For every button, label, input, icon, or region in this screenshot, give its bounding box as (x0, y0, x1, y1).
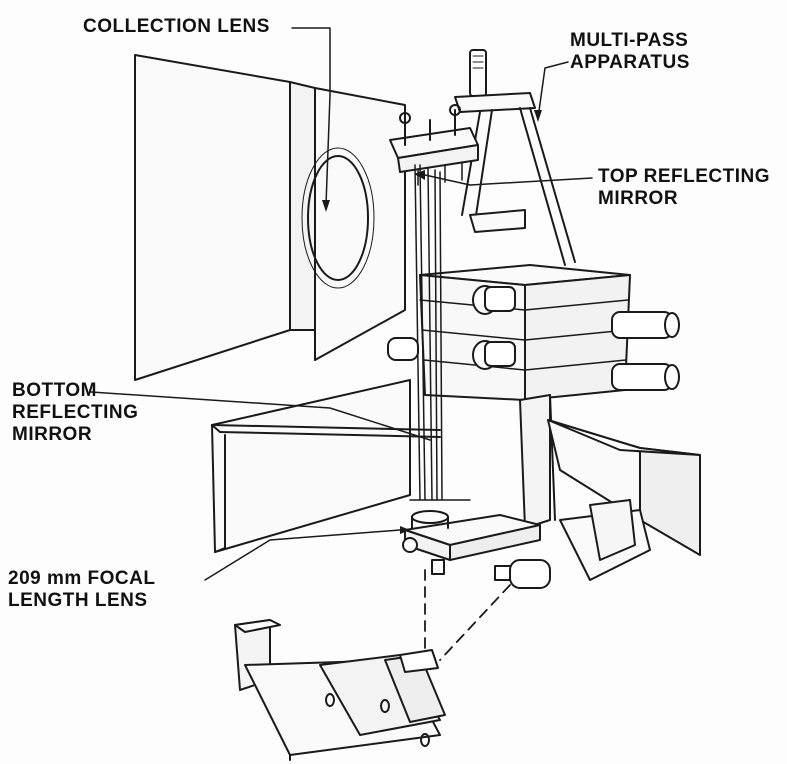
multi-pass-frame (389, 49, 576, 266)
detector-bracket (234, 619, 446, 761)
top-reflecting-mirror-label: TOP REFLECTING MIRROR (598, 166, 771, 209)
collection-lens-panel (134, 54, 406, 381)
support-column (519, 394, 701, 556)
projection-lines (424, 569, 511, 661)
bottom-reflecting-mirror-label: BOTTOM REFLECTING MIRROR (12, 380, 139, 445)
leader-lines (90, 27, 593, 581)
multi-pass-apparatus-label: MULTI-PASS APPARATUS (570, 30, 690, 73)
light-path (409, 164, 471, 501)
focal-lens-mount (402, 499, 651, 589)
collection-lens (307, 155, 369, 281)
optical-bench-frame (211, 379, 441, 553)
collection-lens-label: COLLECTION LENS (83, 16, 270, 37)
focal-lens-label: 209 mm FOCAL LENGTH LENS (8, 568, 156, 611)
sample-cell-box (387, 264, 680, 401)
